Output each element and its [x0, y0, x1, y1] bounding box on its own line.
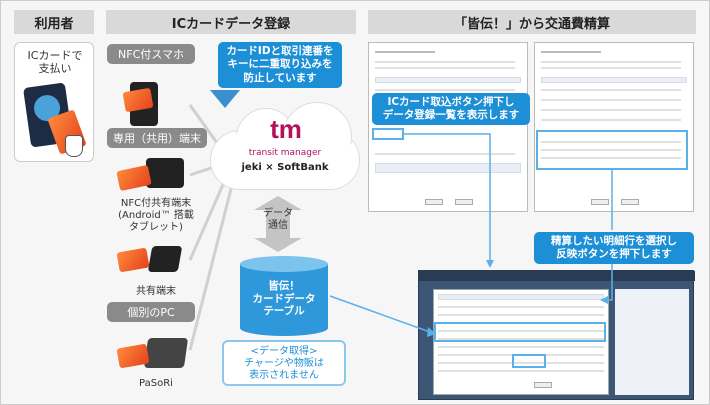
form-button-3[interactable]: [591, 199, 609, 205]
label-shared-terminal: 共有端末: [136, 286, 176, 297]
reflect-button[interactable]: [534, 382, 552, 388]
tablet-terminal-icon: [146, 158, 184, 188]
highlight-selected-rows: [434, 322, 606, 342]
tm-logo-text: transit manager: [248, 148, 322, 158]
callout-import-button: ICカード取込ボタン押下し データ登録一覧を表示します: [372, 93, 530, 125]
screenshot-card-data-list: [418, 270, 695, 400]
cloud-service: tm transit manager jeki × SoftBank: [200, 100, 368, 192]
data-note-text: <データ取得> チャージや物販は 表示されません: [244, 346, 324, 381]
form-button-1[interactable]: [425, 199, 443, 205]
label-nfc-phone: NFC付スマホ: [107, 44, 195, 64]
data-note-box: <データ取得> チャージや物販は 表示されません: [222, 340, 346, 386]
user-caption: ICカードで 支払い: [27, 49, 83, 76]
label-individual-pc: 個別のPC: [107, 302, 195, 322]
screenshot-expense-form-2: [534, 42, 694, 212]
db-label: 皆伝！ カードデータ テーブル: [252, 280, 316, 318]
card-data-table-db: 皆伝！ カードデータ テーブル: [240, 256, 328, 336]
form-button-4[interactable]: [621, 199, 639, 205]
user-panel: ICカードで 支払い: [14, 42, 94, 162]
highlight-detail-rows: [536, 130, 688, 170]
callout-select-rows: 精算したい明細行を選択し 反映ボタンを押下します: [534, 232, 694, 264]
label-nfc-tablet: NFC付共有端末 (Android™ 搭載 タブレット): [118, 198, 194, 233]
highlight-ic-import-button: [372, 128, 404, 140]
data-transfer-arrow: データ 通信: [250, 196, 306, 252]
tm-logo-mark: tm: [270, 114, 302, 144]
form-button-2[interactable]: [455, 199, 473, 205]
header-user: 利用者: [14, 10, 94, 34]
label-dedicated-terminal: 専用（共用）端末: [107, 128, 207, 148]
tm-sub-text: jeki × SoftBank: [241, 162, 329, 173]
header-registration: ICカードデータ登録: [106, 10, 356, 34]
label-pasori: PaSoRi: [139, 378, 173, 389]
down-arrow-icon: [210, 90, 240, 108]
callout-dedupe: カードIDと取引連番を キーに二重取り込みを 防止しています: [218, 42, 342, 88]
data-transfer-label: データ 通信: [263, 208, 293, 231]
header-settlement: 「皆伝！」から交通費精算: [368, 10, 696, 34]
hand-pointer-icon: [65, 135, 83, 157]
highlight-reflect-button: [512, 354, 546, 368]
